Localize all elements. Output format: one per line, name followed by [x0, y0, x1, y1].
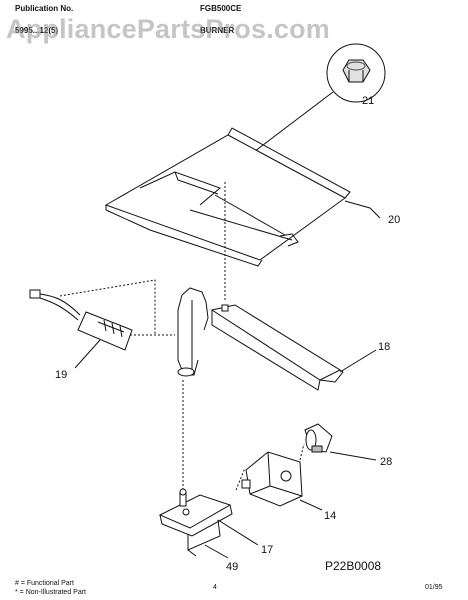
burner-leader-line: [339, 349, 377, 373]
non-illustrated-part-note: * = Non-Illustrated Part: [15, 589, 87, 596]
igniter-leader-line: [74, 339, 101, 369]
valve-leader-line: [299, 499, 323, 511]
callout-49: 49: [226, 561, 238, 573]
valve-shape: [241, 451, 303, 507]
callout-20: 20: [388, 214, 400, 226]
bracket-leader-line: [217, 519, 259, 546]
section-label: BURNER: [200, 26, 235, 35]
igniter-shape: [29, 289, 133, 351]
watermark-text: AppliancePartsPros.com: [6, 14, 331, 44]
model-label: FGB500CE: [200, 4, 242, 13]
callout-18: 18: [378, 341, 390, 353]
nut-callout-circle: [326, 43, 386, 103]
orifice-leader-line: [329, 451, 377, 461]
baffle-leader-line: [344, 200, 381, 219]
publication-number: 5995...12(5): [15, 26, 59, 35]
callout-28: 28: [380, 456, 392, 468]
clip-leader-line: [204, 544, 229, 559]
functional-part-note: # = Functional Part: [15, 580, 74, 587]
orifice-shape: [304, 423, 333, 453]
assembly-guide-lines: [59, 182, 305, 491]
callout-19: 19: [55, 369, 67, 381]
publication-label: Publication No.: [15, 4, 74, 13]
callout-17: 17: [261, 544, 273, 556]
burner-tube-shape: [177, 287, 344, 391]
revision-date: 01/95: [425, 584, 443, 591]
clip-shape: [187, 519, 221, 557]
burner-baffle-shape: [104, 127, 351, 267]
callout-21: 21: [362, 95, 374, 107]
bracket-shape: [158, 488, 233, 537]
page-number: 4: [213, 584, 217, 591]
diagram-code: P22B0008: [325, 559, 381, 573]
callout-14: 14: [324, 510, 336, 522]
